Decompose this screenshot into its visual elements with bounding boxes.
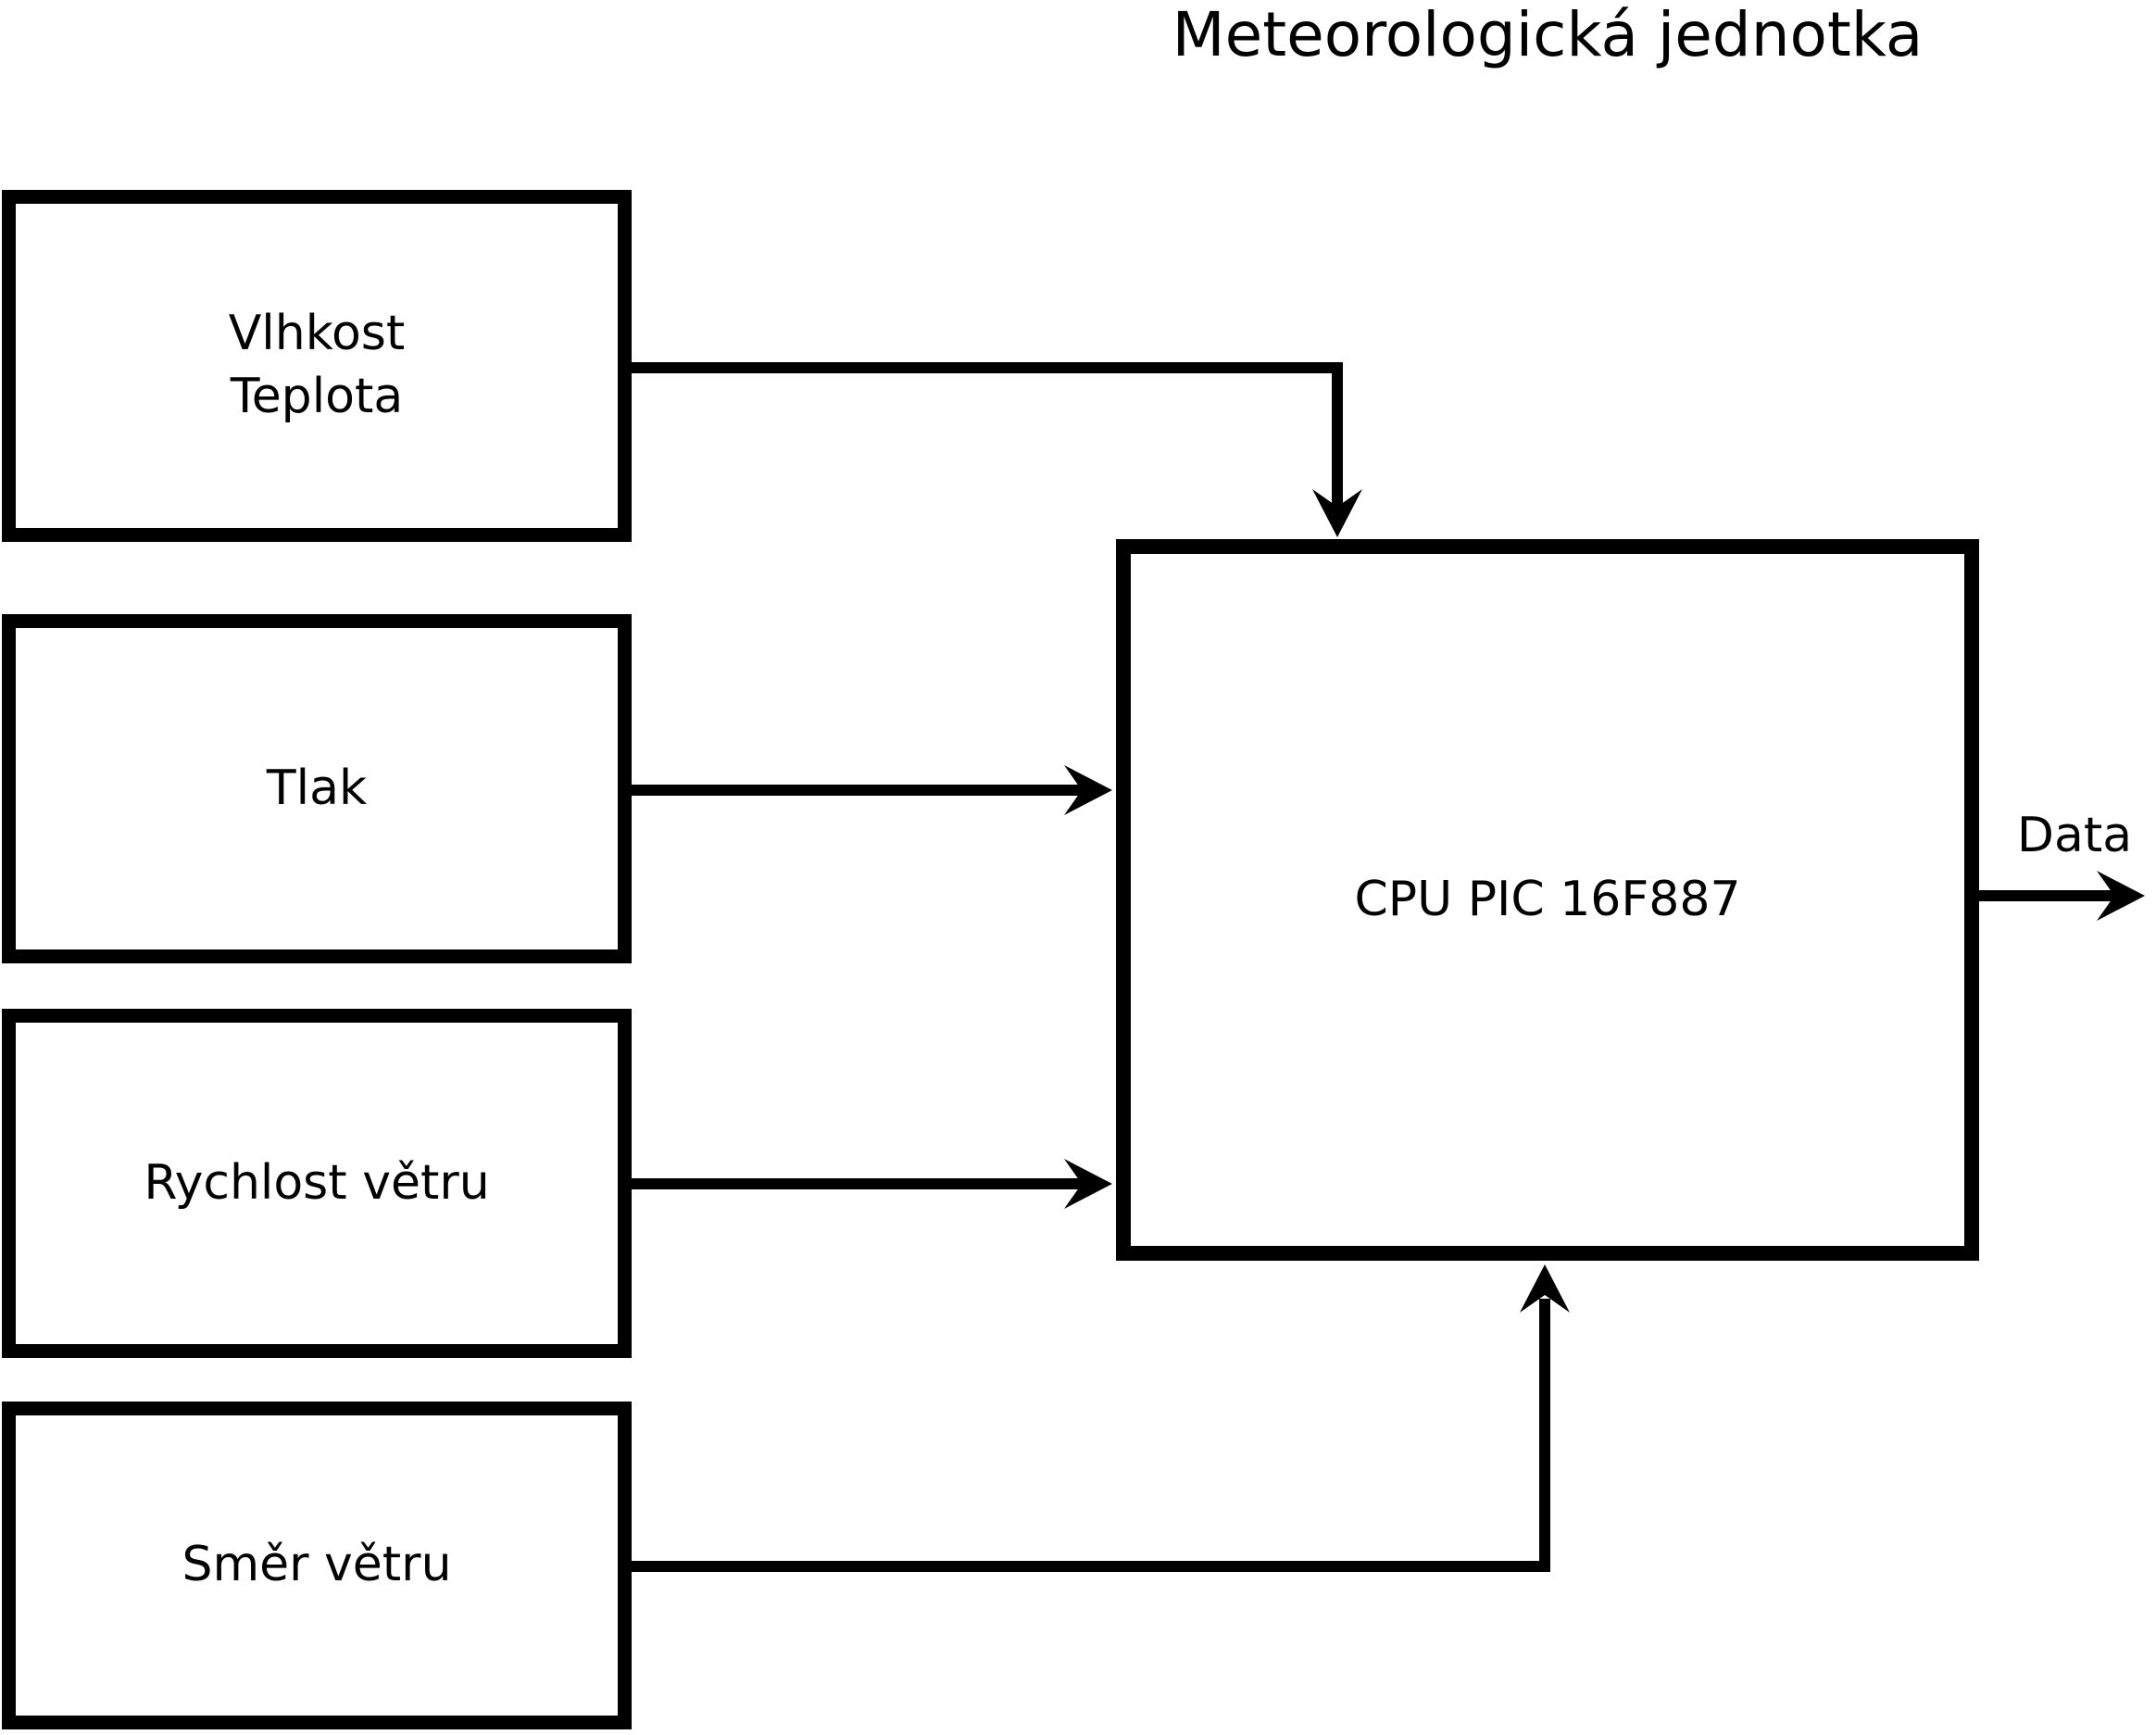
sensor-label-smer-vetru: Směr větru [182, 1537, 452, 1593]
sensor-box-smer-vetru: Směr větru [2, 1402, 632, 1729]
arrow-smer-vetru-to-cpu [632, 1264, 1570, 1572]
sensor-label-rychlost-vetru: Rychlost větru [144, 1154, 490, 1211]
arrow-cpu-to-data [1979, 871, 2145, 921]
arrow-vlhkost-teplota-to-cpu [632, 362, 1362, 537]
arrowhead-right-icon [2097, 871, 2145, 921]
diagram-title-text: Meteorologická jednotka [1172, 0, 1924, 70]
arrowhead-right-icon [1064, 765, 1112, 815]
arrowhead-down-icon [1312, 489, 1362, 537]
arrow-line [632, 1299, 1550, 1572]
arrowhead-up-icon [1520, 1264, 1570, 1313]
diagram-title: Meteorologická jednotka [1116, 0, 1979, 70]
data-output-label-text: Data [2016, 808, 2133, 863]
arrow-tlak-to-cpu [632, 765, 1112, 815]
cpu-label: CPU PIC 16F887 [1354, 871, 1741, 927]
arrow-rychlost-vetru-to-cpu [632, 1159, 1112, 1209]
data-output-label: Data [1982, 811, 2156, 860]
sensor-box-tlak: Tlak [2, 614, 632, 963]
arrowhead-right-icon [1064, 1159, 1112, 1209]
sensor-label-tlak: Tlak [266, 760, 368, 816]
cpu-box: CPU PIC 16F887 [1116, 539, 1979, 1261]
sensor-label-vlhkost-teplota: Vlhkost Teplota [228, 306, 406, 424]
sensor-box-vlhkost-teplota: Vlhkost Teplota [2, 190, 632, 542]
arrow-line [632, 362, 1343, 511]
sensor-box-rychlost-vetru: Rychlost větru [2, 1009, 632, 1358]
